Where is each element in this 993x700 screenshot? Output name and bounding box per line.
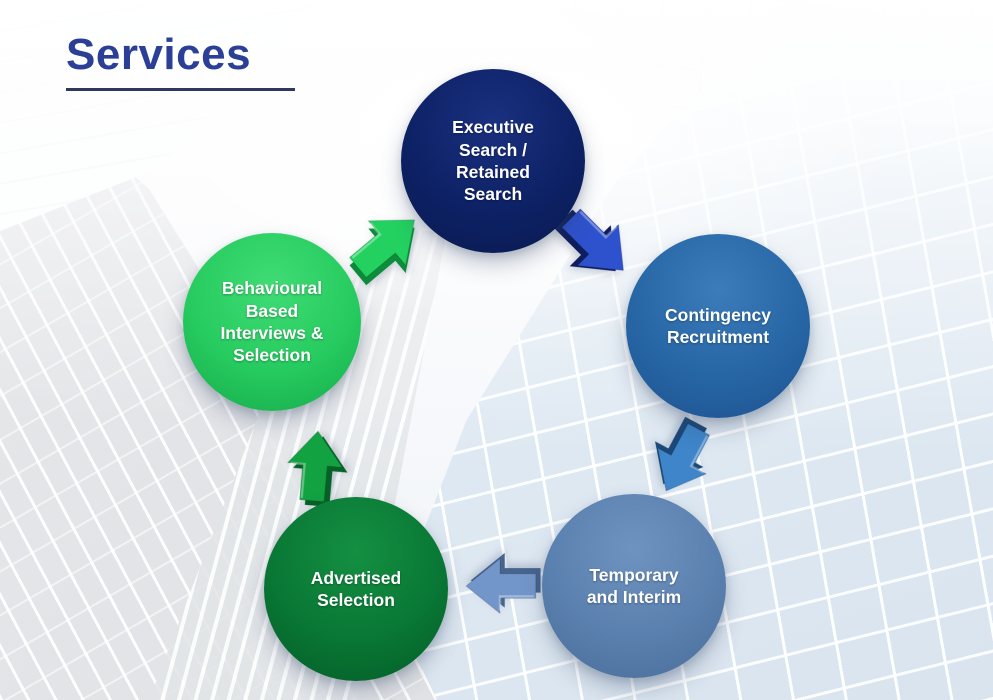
- service-node-executive-search: Executive Search / Retained Search: [401, 69, 585, 253]
- service-node-temporary-and-interim: Temporary and Interim: [542, 494, 726, 678]
- service-node-label: Behavioural Based Interviews & Selection: [220, 278, 324, 366]
- arrow-temporary-to-advertised: [465, 553, 541, 615]
- service-node-label: Executive Search / Retained Search: [452, 117, 534, 205]
- service-node-label: Advertised Selection: [310, 567, 402, 610]
- service-node-label: Contingency Recruitment: [665, 304, 771, 347]
- service-node-advertised-selection: Advertised Selection: [264, 497, 448, 681]
- arrow-behavioural-to-executive: [348, 219, 416, 286]
- arrow-executive-to-contingency: [554, 208, 625, 272]
- page-title: Services: [66, 30, 296, 91]
- service-node-label: Temporary and Interim: [586, 564, 682, 607]
- service-node-contingency-recruitment: Contingency Recruitment: [626, 234, 810, 418]
- arrow-advertised-to-behavioural: [286, 430, 348, 507]
- arrow-contingency-to-temporary: [655, 416, 711, 492]
- service-node-behavioural-interviews: Behavioural Based Interviews & Selection: [183, 233, 361, 411]
